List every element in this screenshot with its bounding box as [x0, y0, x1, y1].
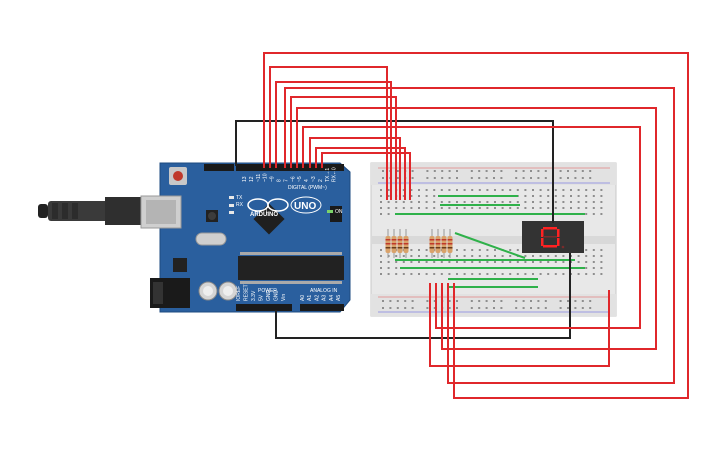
- power-pin-label: IOREF: [236, 286, 242, 301]
- power-pin-label: GND: [266, 290, 272, 302]
- digital-pin-label: RX←0: [332, 167, 338, 182]
- tx-label: TX: [236, 195, 243, 201]
- analog-pin-label: A4: [329, 295, 335, 301]
- digital-label: DIGITAL (PWM~): [288, 185, 327, 191]
- dc-jack-icon: [150, 278, 190, 308]
- digital-pin-label: 4: [304, 179, 310, 182]
- reset-button-icon[interactable]: [169, 167, 187, 185]
- digital-pin-label: 2: [318, 179, 324, 182]
- digital-pin-label: ~3: [311, 176, 317, 182]
- resistor-icon: [391, 229, 397, 258]
- power-label: POWER: [258, 288, 277, 294]
- digital-pin-label: ~11: [256, 174, 262, 182]
- analog-header: [300, 304, 344, 311]
- analog-pin-label: A3: [322, 295, 328, 301]
- digital-pin-label: ~10: [263, 173, 269, 182]
- analog-label: ANALOG IN: [310, 288, 338, 294]
- resistor-icon: [447, 229, 453, 258]
- power-pin-label: GND: [274, 290, 280, 302]
- digital-pin-label: TX→1: [325, 168, 331, 182]
- resistor-icon: [385, 229, 391, 258]
- uno-model-label: UNO: [294, 201, 316, 212]
- analog-pin-label: A2: [314, 295, 320, 301]
- seven-segment-display-icon: [522, 221, 584, 253]
- l-label: L: [266, 209, 269, 215]
- digital-pin-label: ~9: [270, 176, 276, 182]
- resistor-icon: [397, 229, 403, 258]
- power-header: [236, 304, 292, 311]
- atmega-chip-icon: [238, 252, 344, 284]
- analog-pin-label: A0: [300, 295, 306, 301]
- digital-pin-label: 8: [277, 179, 283, 182]
- digital-pin-label: ~6: [290, 176, 296, 182]
- resistor-group-right: [429, 229, 453, 258]
- power-pin-label: RESET: [244, 284, 250, 301]
- on-label: ON: [335, 209, 343, 215]
- power-pin-label: 5V: [259, 294, 265, 301]
- analog-pin-label: A5: [336, 295, 342, 301]
- resistor-icon: [403, 229, 409, 258]
- analog-pin-label: A1: [307, 295, 313, 301]
- digital-pin-label: 12: [249, 176, 255, 182]
- arduino-uno-board: DIGITAL (PWM~) L TX RX ON ARDUINO UNO PO…: [140, 162, 351, 313]
- resistor-icon: [435, 229, 441, 258]
- digital-pin-label: ~5: [297, 176, 303, 182]
- resistor-icon: [429, 229, 435, 258]
- resistor-icon: [441, 229, 447, 258]
- rx-label: RX: [236, 202, 244, 208]
- red-wires-bottom: [429, 283, 610, 367]
- power-pin-label: Vin: [281, 294, 287, 301]
- black-wires: [235, 120, 571, 339]
- digital-pin-label: 7: [283, 179, 289, 182]
- resistor-group-left: [385, 229, 409, 258]
- arduino-brand-label: ARDUINO: [250, 212, 278, 218]
- power-pin-label: 3.3V: [251, 290, 257, 301]
- digital-pin-label: 13: [242, 176, 248, 182]
